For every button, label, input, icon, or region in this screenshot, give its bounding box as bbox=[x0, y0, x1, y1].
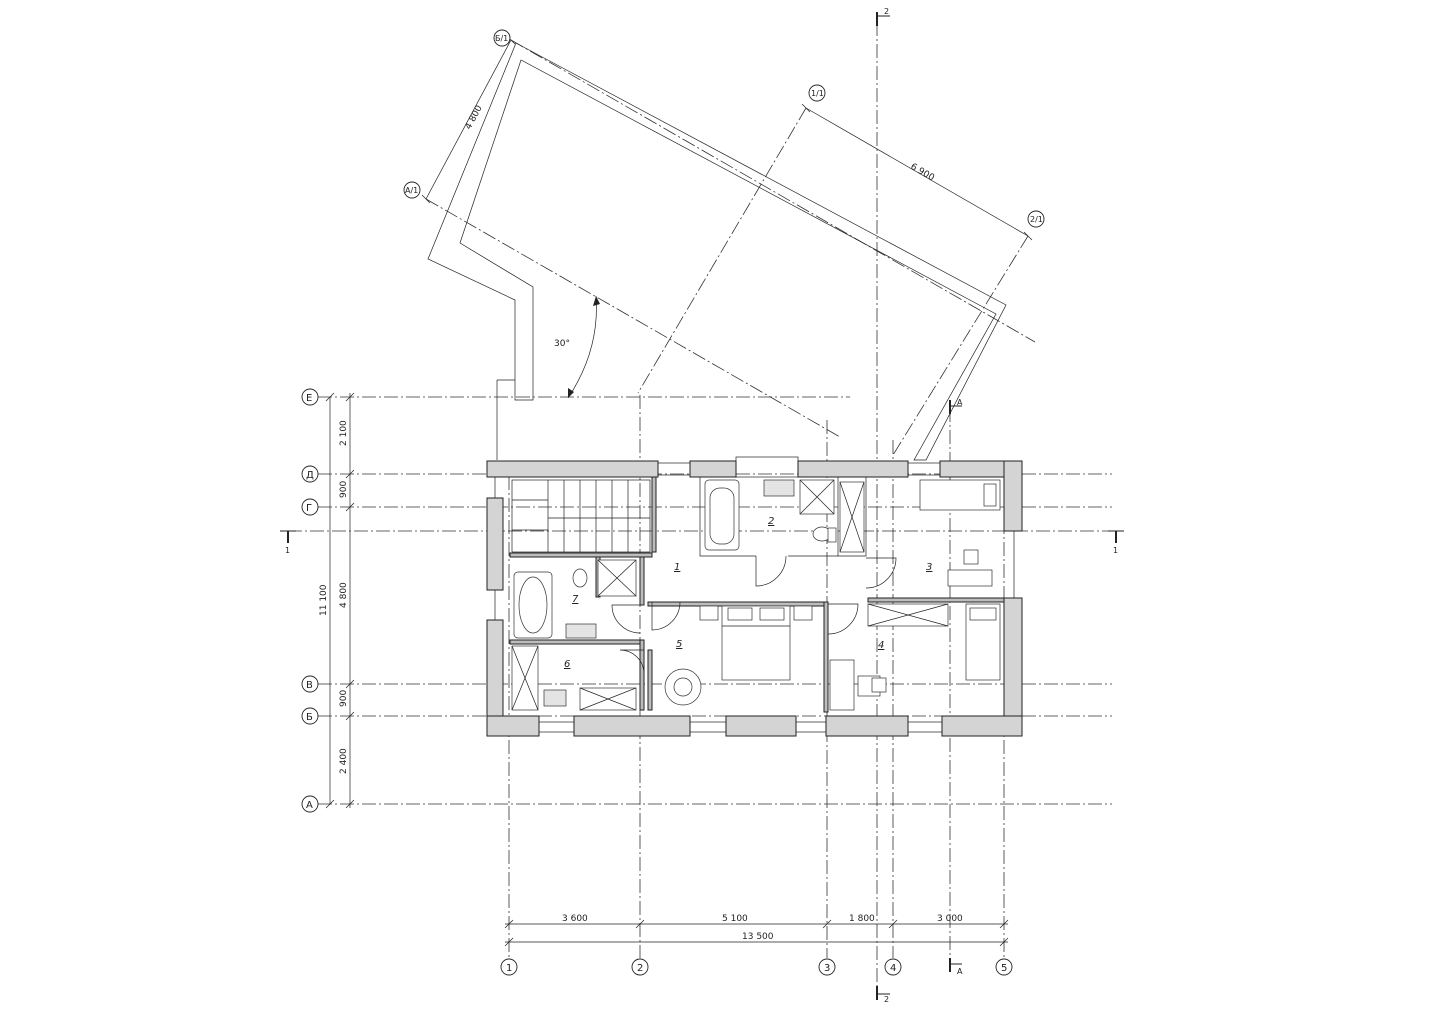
svg-text:5: 5 bbox=[1001, 963, 1007, 974]
angle-annotation: 30° bbox=[554, 295, 600, 399]
svg-text:Е: Е bbox=[306, 393, 312, 404]
svg-text:2/1: 2/1 bbox=[1030, 215, 1043, 224]
svg-text:2: 2 bbox=[637, 963, 643, 974]
axis-marker-3: 3 bbox=[818, 958, 836, 976]
section-1-left: 1 bbox=[280, 530, 296, 555]
axis-marker-V: В bbox=[301, 675, 319, 693]
svg-text:1/1: 1/1 bbox=[811, 89, 824, 98]
interior-walls bbox=[509, 476, 1005, 713]
axis-marker-E: Е bbox=[301, 388, 319, 406]
wardrobe-room bbox=[511, 645, 637, 711]
bathroom-fixtures bbox=[513, 479, 837, 639]
staircase bbox=[511, 479, 651, 553]
rotated-axis-markers: Б/1 А/1 1/1 2/1 bbox=[403, 29, 1045, 228]
svg-text:3: 3 bbox=[824, 963, 830, 974]
terrace-outline bbox=[427, 42, 1007, 461]
rotated-dimensions: 4 800 6 900 bbox=[421, 35, 1033, 241]
angle-label: 30° bbox=[554, 339, 570, 349]
dim-bottom-2: 5 100 bbox=[722, 914, 748, 924]
dim-left-3: 4 800 bbox=[339, 582, 349, 608]
svg-text:2: 2 bbox=[884, 7, 889, 16]
svg-text:4: 4 bbox=[890, 963, 896, 974]
doors bbox=[611, 555, 897, 675]
svg-text:1: 1 bbox=[506, 963, 512, 974]
section-2-top: 2 bbox=[876, 7, 890, 26]
svg-text:1: 1 bbox=[1113, 546, 1118, 555]
room-5-label: 5 bbox=[676, 639, 682, 650]
dim-bottom-overall: 13 500 bbox=[742, 932, 774, 942]
axis-marker-B1: Б/1 bbox=[493, 29, 511, 47]
section-1-right: 1 bbox=[1108, 530, 1124, 555]
room-2-label: 2 bbox=[768, 516, 774, 527]
svg-text:1: 1 bbox=[285, 546, 290, 555]
svg-text:А: А bbox=[306, 800, 313, 811]
bottom-dimension-chain: 3 600 5 100 1 800 3 000 13 500 bbox=[504, 914, 1009, 947]
svg-text:2: 2 bbox=[884, 995, 889, 1004]
svg-text:Г: Г bbox=[306, 503, 312, 514]
axis-marker-A1: А/1 bbox=[403, 181, 421, 199]
svg-text:А: А bbox=[957, 398, 963, 407]
svg-text:В: В bbox=[306, 680, 313, 691]
dim-bottom-1: 3 600 bbox=[562, 914, 588, 924]
axis-marker-2: 2 bbox=[631, 958, 649, 976]
bedroom-5-furniture bbox=[664, 605, 813, 706]
dim-bottom-3: 1 800 bbox=[849, 914, 875, 924]
room-1-label: 1 bbox=[674, 562, 680, 573]
room-6-label: 6 bbox=[564, 659, 570, 670]
horizontal-axis-markers: Е Д Г В Б А bbox=[301, 388, 319, 813]
rotated-dim-long: 6 900 bbox=[909, 162, 937, 184]
left-dimension-chain: 2 100 900 4 800 900 2 400 11 100 bbox=[319, 392, 355, 809]
section-a-top: А bbox=[949, 398, 963, 414]
axis-marker-B: Б bbox=[301, 707, 319, 725]
axis-marker-A: А bbox=[301, 795, 319, 813]
dim-bottom-4: 3 000 bbox=[937, 914, 963, 924]
dim-left-5: 2 400 bbox=[339, 748, 349, 774]
section-a-bottom: А bbox=[949, 958, 963, 976]
dim-left-2: 900 bbox=[339, 481, 349, 498]
section-2-bottom: 2 bbox=[876, 986, 890, 1004]
room-labels: 1 2 3 4 5 6 7 bbox=[564, 516, 932, 670]
vertical-axis-markers: 1 2 3 4 5 bbox=[500, 958, 1013, 976]
svg-text:Б: Б bbox=[306, 712, 313, 723]
room-3-label: 3 bbox=[926, 562, 932, 573]
axis-marker-G: Г bbox=[301, 498, 319, 516]
dim-left-4: 900 bbox=[339, 690, 349, 707]
bedroom-3-furniture bbox=[839, 479, 1001, 587]
svg-text:Д: Д bbox=[306, 470, 314, 481]
axis-marker-11: 1/1 bbox=[808, 84, 826, 102]
room-4-label: 4 bbox=[878, 640, 884, 651]
exterior-walls bbox=[486, 456, 1023, 737]
bedroom-4-furniture bbox=[829, 603, 1001, 711]
svg-text:А: А bbox=[957, 967, 963, 976]
svg-text:Б/1: Б/1 bbox=[495, 34, 508, 43]
axis-marker-1: 1 bbox=[500, 958, 518, 976]
dim-left-overall: 11 100 bbox=[319, 584, 329, 616]
axis-marker-4: 4 bbox=[884, 958, 902, 976]
room-7-label: 7 bbox=[572, 594, 579, 605]
axis-marker-D: Д bbox=[301, 465, 319, 483]
svg-text:А/1: А/1 bbox=[405, 186, 418, 195]
axis-marker-21: 2/1 bbox=[1027, 210, 1045, 228]
axis-marker-5: 5 bbox=[995, 958, 1013, 976]
section-cut-marks: 1 1 2 2 А А bbox=[280, 7, 1124, 1004]
dim-left-1: 2 100 bbox=[339, 420, 349, 446]
